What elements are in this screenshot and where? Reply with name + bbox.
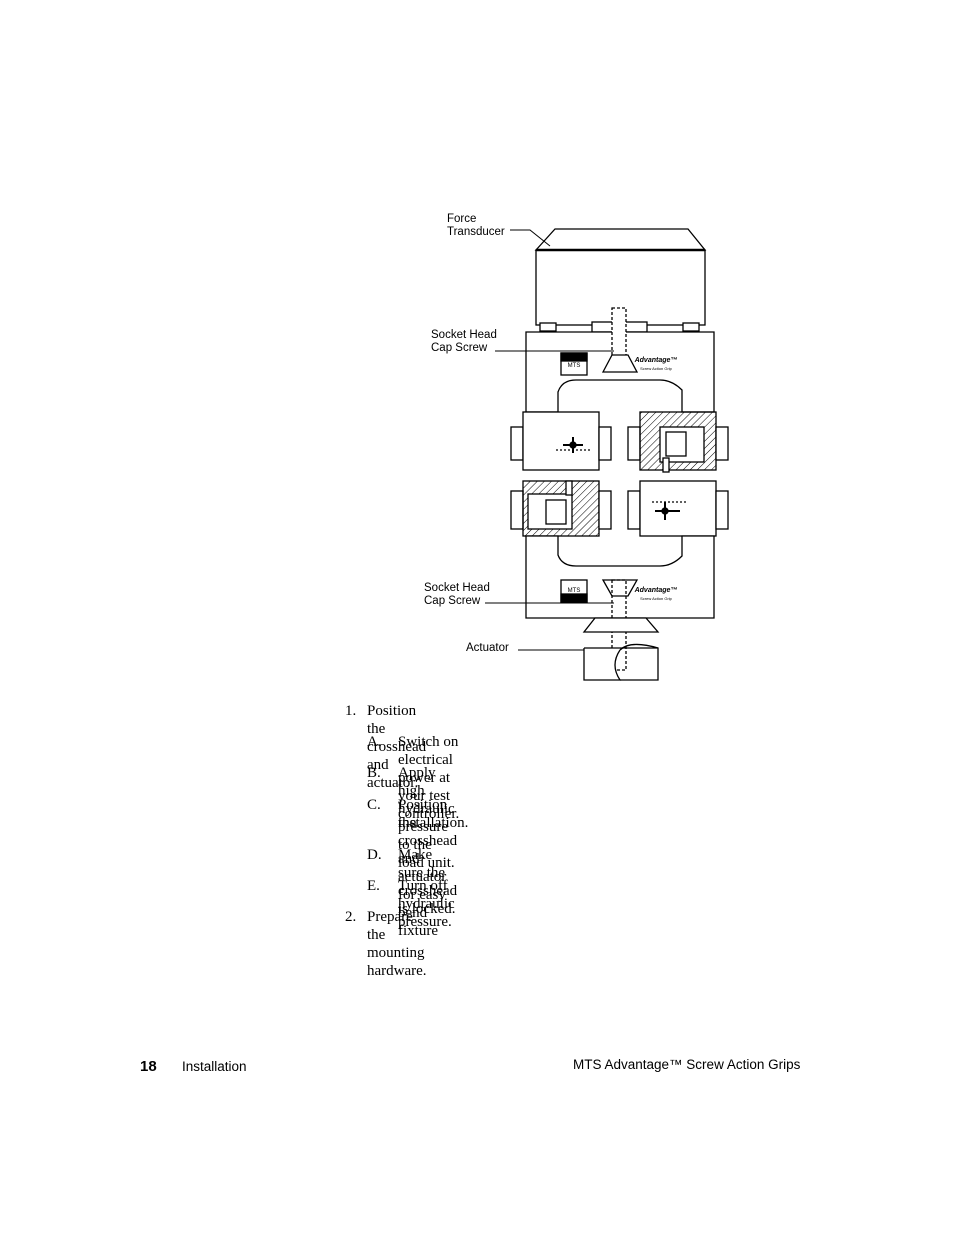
advantage-sublabel-top: Screw Action Grip <box>640 366 673 371</box>
step-text: Prepare the mounting hardware. <box>367 909 427 979</box>
step-text: Turn off hydraulic pressure. <box>398 878 455 930</box>
step-number: 2. <box>345 909 357 925</box>
footer-title: MTS Advantage™ Screw Action Grips <box>573 1057 801 1072</box>
callout-actuator: Actuator <box>466 642 509 654</box>
actuator <box>582 617 660 681</box>
step-letter: A. <box>367 734 382 750</box>
lower-left-jaw <box>510 480 612 537</box>
grip-assembly-diagram: MTS Advantage™ Screw Action Grip <box>485 228 729 681</box>
advantage-label-top: Advantage™ <box>634 357 678 364</box>
bottom-grip-body: MTS Advantage™ Screw Action Grip <box>525 535 715 619</box>
callout-force-transducer: Force Transducer <box>447 213 505 238</box>
lower-right-jaw <box>627 480 729 537</box>
callout-socket-head-cap-screw-top: Socket Head Cap Screw <box>431 329 497 354</box>
step-letter: B. <box>367 765 381 781</box>
footer-section: Installation <box>182 1059 247 1074</box>
step-letter: E. <box>367 878 380 894</box>
upper-left-jaw <box>510 411 612 471</box>
upper-right-jaw <box>627 411 729 473</box>
advantage-label-bottom: Advantage™ <box>634 587 678 594</box>
page-number: 18 <box>140 1058 157 1075</box>
callout-socket-head-cap-screw-bottom: Socket Head Cap Screw <box>424 582 490 607</box>
mts-logo-top: MTS <box>568 363 581 369</box>
step-text: installation. <box>398 815 469 831</box>
step-text: Position the crosshead and actuator. <box>367 703 427 791</box>
step-text: Apply high hydraulic pressure to the loa… <box>398 765 455 871</box>
advantage-sublabel-bottom: Screw Action Grip <box>640 596 673 601</box>
step-text: Position the crosshead and actuator for … <box>398 797 458 939</box>
step-letter: D. <box>367 847 382 863</box>
step-number: 1. <box>345 703 357 719</box>
step-text: Switch on electrical power at your test … <box>398 734 460 822</box>
step-letter: C. <box>367 797 381 813</box>
mts-logo-bottom: MTS <box>568 588 581 594</box>
step-text: Make sure the crosshead is locked. <box>398 847 458 917</box>
